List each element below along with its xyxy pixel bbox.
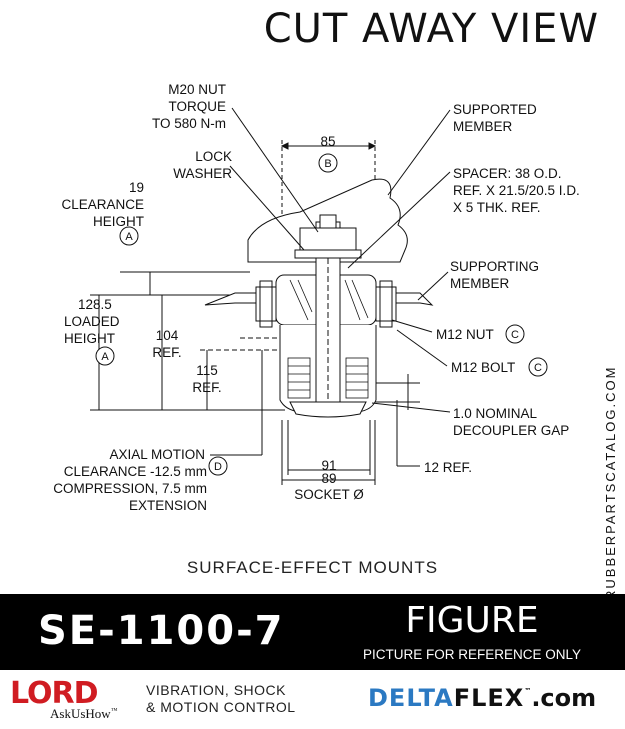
ref-c-nut: C bbox=[511, 329, 519, 341]
callout-line: SUPPORTING bbox=[450, 259, 540, 274]
lord-logo: LORD bbox=[10, 676, 99, 711]
callout-line: M20 NUT bbox=[168, 82, 226, 97]
callout-nut-torque: M20 NUT TORQUE TO 580 N-m bbox=[100, 81, 226, 132]
callout-line: WASHER bbox=[173, 166, 232, 181]
callout-line: X 5 THK. REF. bbox=[453, 200, 541, 215]
callout-line: AXIAL MOTION bbox=[109, 447, 205, 462]
ref-b: B bbox=[324, 158, 331, 170]
callout-line: REF. X 21.5/20.5 I.D. bbox=[453, 183, 580, 198]
callout-line: CLEARANCE bbox=[61, 197, 144, 212]
cutaway-drawing: A A B D C C bbox=[90, 107, 548, 485]
callout-line: 104 bbox=[155, 328, 179, 343]
callout-line: EXTENSION bbox=[128, 498, 207, 513]
callout-spacer: SPACER: 38 O.D. REF. X 21.5/20.5 I.D. X … bbox=[453, 165, 580, 216]
callout-line: LOADED bbox=[64, 314, 120, 329]
callout-line: REF. bbox=[152, 345, 182, 360]
askus-tagline: AskUsHow™ bbox=[50, 706, 118, 722]
callout-decoupler-gap: 1.0 NOMINAL DECOUPLER GAP bbox=[453, 405, 569, 439]
dotcom-text: .com bbox=[531, 684, 597, 712]
callout-line: SOCKET Ø bbox=[294, 487, 364, 502]
callout-lock-washer: LOCK WASHER bbox=[150, 148, 232, 182]
callout-line: SUPPORTED bbox=[453, 102, 537, 117]
footer-band bbox=[0, 594, 625, 670]
callout-line: TORQUE bbox=[168, 99, 226, 114]
askus-text: AskUsHow bbox=[50, 706, 111, 721]
ref-a-clearance: A bbox=[125, 231, 133, 243]
callout-line: 89 bbox=[321, 471, 337, 486]
callout-12-ref: 12 REF. bbox=[424, 460, 473, 475]
reference-note: PICTURE FOR REFERENCE ONLY bbox=[362, 647, 582, 662]
callout-line: 128.5 bbox=[78, 297, 112, 312]
delta-text: DELTA bbox=[368, 684, 454, 712]
tagline-line: VIBRATION, SHOCK bbox=[146, 682, 286, 698]
figure-label: FIGURE bbox=[405, 600, 539, 641]
callout-clearance-height: 19 CLEARANCE HEIGHT bbox=[40, 179, 144, 230]
callout-line: COMPRESSION, 7.5 mm bbox=[53, 481, 207, 496]
callout-loaded-height: 128.5 LOADED HEIGHT bbox=[48, 296, 163, 347]
ref-d: D bbox=[214, 461, 222, 473]
callout-supporting-member: SUPPORTING MEMBER bbox=[450, 258, 539, 292]
callout-socket: 91 89 SOCKET Ø bbox=[286, 458, 372, 503]
section-subtitle: SURFACE-EFFECT MOUNTS bbox=[186, 558, 439, 577]
callout-line: TO 580 N-m bbox=[151, 116, 226, 131]
callout-line: 19 bbox=[128, 180, 144, 195]
callout-line: HEIGHT bbox=[92, 214, 144, 229]
model-number: SE-1100-7 bbox=[38, 608, 285, 654]
delta-tm: ™ bbox=[524, 687, 532, 695]
ref-a-loaded: A bbox=[101, 351, 109, 363]
callout-m12-nut: M12 NUT bbox=[436, 327, 494, 342]
callout-line: CLEARANCE -12.5 mm bbox=[63, 464, 207, 479]
callout-line: 1.0 NOMINAL bbox=[453, 406, 538, 421]
callout-line: SPACER: 38 O.D. bbox=[453, 166, 562, 181]
askus-tm: ™ bbox=[110, 706, 118, 715]
page-title: CUT AWAY VIEW bbox=[263, 6, 599, 52]
tagline-line: & MOTION CONTROL bbox=[146, 699, 296, 715]
callout-m12-bolt: M12 BOLT bbox=[451, 360, 516, 375]
callout-dim-115: 115 REF. bbox=[182, 362, 232, 396]
flex-text: FLEX bbox=[453, 684, 525, 712]
callout-line: MEMBER bbox=[453, 119, 513, 134]
callout-dim-104: 104 REF. bbox=[142, 327, 192, 361]
callout-line: 115 bbox=[196, 363, 218, 378]
callout-axial-motion: AXIAL MOTION CLEARANCE -12.5 mm COMPRESS… bbox=[20, 446, 207, 514]
callout-line: MEMBER bbox=[450, 276, 510, 291]
vsm-tagline: VIBRATION, SHOCK & MOTION CONTROL bbox=[146, 682, 296, 716]
callout-supported-member: SUPPORTED MEMBER bbox=[453, 101, 537, 135]
callout-line: DECOUPLER GAP bbox=[453, 423, 570, 438]
callout-dim-85: 85 bbox=[320, 134, 336, 149]
callout-line: HEIGHT bbox=[64, 331, 116, 346]
deltaflex-logo: DELTAFLEX™.com bbox=[368, 684, 596, 712]
callout-line: REF. bbox=[192, 380, 222, 395]
ref-c-bolt: C bbox=[534, 362, 542, 374]
callout-line: LOCK bbox=[195, 149, 232, 164]
callout-line: 91 bbox=[321, 458, 337, 473]
